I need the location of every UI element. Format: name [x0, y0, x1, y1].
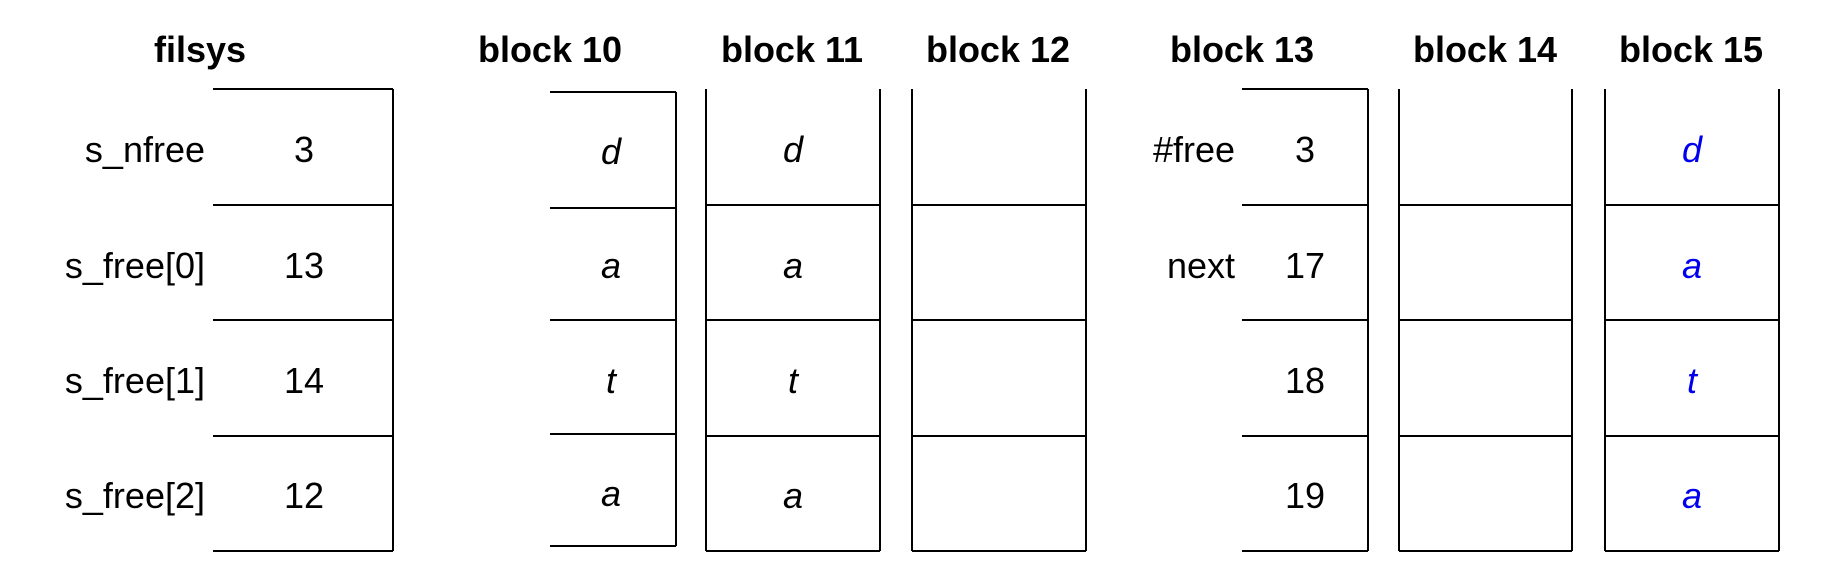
block-10-title: block 10	[478, 29, 622, 70]
block-10-cell: t	[606, 360, 618, 401]
block-12: block 12	[911, 29, 1087, 552]
block-10-cell: a	[601, 473, 621, 514]
block-15-cell: d	[1682, 129, 1703, 170]
block-13-cell: 17	[1285, 245, 1325, 286]
filsys-structure: filsys s_nfree s_free[0] s_free[1] s_fre…	[65, 29, 394, 552]
filsys-row-value: 13	[284, 245, 324, 286]
filsys-row-label: s_free[0]	[65, 245, 205, 286]
block-15-cell: a	[1682, 245, 1702, 286]
filsys-row-label: s_free[2]	[65, 475, 205, 516]
block-13-field-label: #free	[1153, 129, 1235, 170]
block-11: block 11 d a t a	[705, 29, 881, 552]
block-11-title: block 11	[721, 29, 863, 70]
block-13-cell: 19	[1285, 475, 1325, 516]
block-10-cell: a	[601, 245, 621, 286]
block-11-cell: a	[783, 475, 803, 516]
filsys-row-label: s_free[1]	[65, 360, 205, 401]
block-12-title: block 12	[926, 29, 1070, 70]
block-15: block 15 d a t a	[1604, 29, 1780, 552]
block-13-cell: 3	[1295, 129, 1315, 170]
block-13-cell: 18	[1285, 360, 1325, 401]
block-10: block 10 d a t a	[478, 29, 677, 547]
block-13: block 13 #free next 3 17 18 19	[1153, 29, 1369, 552]
block-10-cell: d	[601, 131, 622, 172]
block-11-cell: t	[788, 360, 800, 401]
filsys-row-value: 3	[294, 129, 314, 170]
block-15-cell: a	[1682, 475, 1702, 516]
filsys-row-value: 12	[284, 475, 324, 516]
block-11-cell: d	[783, 129, 804, 170]
block-15-cell: t	[1687, 360, 1699, 401]
filsys-title: filsys	[154, 29, 246, 70]
block-13-field-label: next	[1167, 245, 1235, 286]
block-14-title: block 14	[1413, 29, 1557, 70]
block-13-title: block 13	[1170, 29, 1314, 70]
block-15-title: block 15	[1619, 29, 1763, 70]
block-11-cell: a	[783, 245, 803, 286]
block-14: block 14	[1398, 29, 1573, 552]
filsys-row-label: s_nfree	[85, 129, 205, 170]
filsys-row-value: 14	[284, 360, 324, 401]
